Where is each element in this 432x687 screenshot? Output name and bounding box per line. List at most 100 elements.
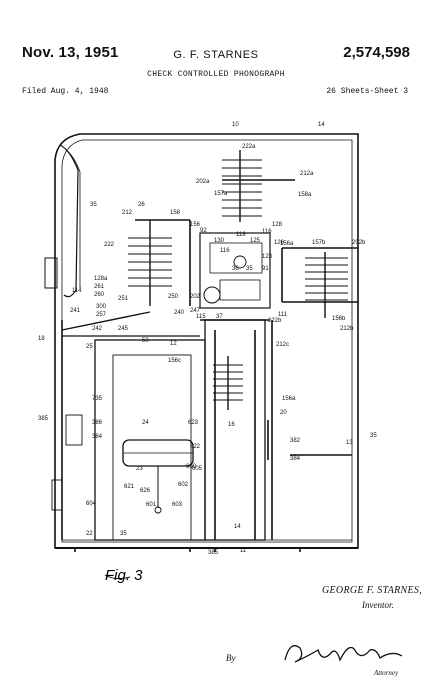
reference-numeral: 10 (232, 122, 239, 128)
reference-numeral: 212 (122, 210, 133, 216)
inventor-heading: G. F. STARNES (173, 49, 259, 61)
reference-numeral: 18 (38, 336, 45, 342)
reference-numeral: 25 (86, 344, 93, 350)
reference-numeral: 26 (138, 202, 145, 208)
reference-numeral: 156 (190, 222, 201, 228)
reference-numeral: 222 (104, 242, 115, 248)
by-label: By (226, 653, 236, 663)
reference-numeral: 222a (242, 144, 256, 150)
reference-numeral: 111 (278, 312, 288, 318)
reference-numeral: 14 (318, 122, 325, 128)
reference-numeral: 250 (168, 294, 179, 300)
reference-numeral: 157a (214, 191, 228, 197)
reference-numeral: 16 (228, 422, 235, 428)
reference-numeral: 156b (332, 316, 346, 322)
reference-numeral: 23 (136, 466, 143, 472)
reference-numeral: 156a (282, 396, 296, 402)
reference-numeral: 157b (312, 240, 326, 246)
reference-numeral: 115 (196, 314, 206, 320)
reference-numeral: 602 (178, 482, 189, 488)
reference-numeral: 158 (170, 210, 181, 216)
reference-numeral: 622 (190, 444, 201, 450)
sheet-count: 26 Sheets-Sheet 3 (326, 87, 408, 96)
inventor-name: GEORGE F. STARNES, (322, 585, 423, 596)
reference-numeral: 116 (262, 229, 272, 235)
reference-numeral: 222b (268, 318, 282, 324)
reference-numeral: 251 (118, 296, 129, 302)
cabinet-outline (54, 133, 359, 549)
reference-numeral: 604 (86, 501, 97, 507)
reference-numeral: 11 (240, 548, 247, 554)
reference-numeral: 12 (170, 341, 177, 347)
filed-date: Filed Aug. 4, 1948 (22, 87, 109, 96)
reference-numeral: 24 (142, 420, 149, 426)
lower-record-stack (213, 364, 243, 401)
reference-numeral: 116 (220, 248, 230, 254)
figure-label: Fig. 3 (105, 567, 143, 584)
reference-numeral: 91 (262, 266, 269, 272)
reference-numeral: 114 (72, 288, 82, 294)
reference-numeral: 385 (38, 416, 49, 422)
reference-numeral: 37 (216, 314, 223, 320)
reference-numeral: 158a (298, 192, 312, 198)
reference-numeral: 156a (280, 241, 294, 247)
reference-numeral: 384 (92, 434, 103, 440)
attorney-signature (284, 645, 403, 663)
reference-numeral: 126 (274, 240, 285, 246)
reference-numeral: 600 (186, 464, 197, 470)
reference-numeral: 36 (232, 266, 239, 272)
reference-numeral: 202a (196, 179, 210, 185)
reference-numeral: 623 (188, 420, 199, 426)
patent-number: 2,574,598 (343, 44, 410, 61)
reference-numeral: 202b (352, 240, 366, 246)
reference-numeral: 601 (146, 502, 157, 508)
reference-numeral: 130 (214, 238, 225, 244)
reference-numeral: 261 (94, 284, 105, 290)
reference-numeral: 125 (250, 238, 261, 244)
reference-numeral: 242 (92, 326, 103, 332)
reference-numeral: 13 (346, 440, 353, 446)
reference-numeral: 212b (340, 326, 354, 332)
reference-numeral: 35 (90, 202, 97, 208)
left-record-stack (128, 237, 172, 287)
reference-numeral: 247 (190, 308, 201, 314)
reference-numeral: 245 (118, 326, 129, 332)
reference-numeral: 300 (96, 304, 107, 310)
reference-numeral: 605 (192, 466, 203, 472)
reference-numeral: 50 (142, 338, 149, 344)
reference-numeral: 118 (236, 232, 246, 238)
reference-numeral: 621 (124, 484, 135, 490)
reference-numeral: 92 (200, 228, 207, 234)
upper-record-stack (222, 159, 262, 217)
reference-numeral: 240 (174, 310, 185, 316)
reference-numeral: 257 (96, 312, 107, 318)
reference-numeral: 128 (272, 222, 283, 228)
reference-numeral: 386 (92, 420, 103, 426)
reference-numeral: 202 (190, 294, 201, 300)
reference-numeral: 14 (234, 524, 241, 530)
reference-numeral: 384 (290, 456, 301, 462)
reference-numeral: 260 (94, 292, 105, 298)
reference-numeral: 17 (0, 0, 7, 2)
reference-numeral: 156c (168, 358, 181, 364)
reference-numeral: 123 (262, 254, 273, 260)
reference-numeral: 603 (172, 502, 183, 508)
inventor-label: Inventor. (362, 600, 394, 610)
reference-numeral: 35 (370, 433, 377, 439)
reference-numeral: 735 (92, 396, 103, 402)
reference-numeral: 212c (276, 342, 289, 348)
reference-numeral: 382 (290, 438, 301, 444)
reference-numeral: 128a (94, 276, 108, 282)
reference-numeral: 35 (246, 266, 253, 272)
reference-numeral: 385 (208, 550, 219, 556)
attorney-label: Attorney (374, 669, 399, 677)
patent-date: Nov. 13, 1951 (22, 44, 119, 61)
reference-numeral: 35 (120, 531, 127, 537)
reference-numeral: 22 (86, 531, 93, 537)
right-record-stack (305, 257, 348, 301)
reference-numeral: 212a (300, 171, 314, 177)
reference-numeral: 241 (70, 308, 81, 314)
patent-title: CHECK CONTROLLED PHONOGRAPH (147, 70, 285, 79)
